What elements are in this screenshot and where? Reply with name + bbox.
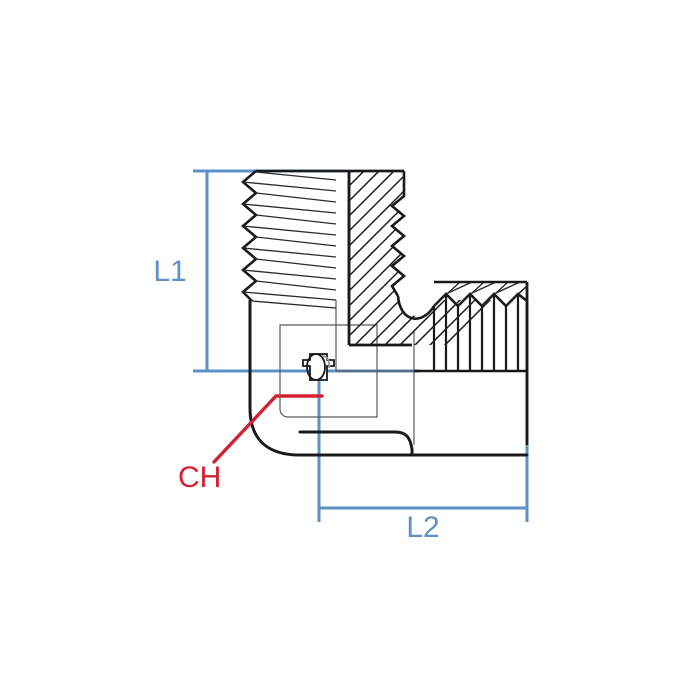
male-thread-crest-lines bbox=[242, 171, 337, 309]
body-rounded-corner bbox=[248, 406, 414, 457]
dimension-layer bbox=[193, 169, 529, 522]
ch-leader-line bbox=[212, 394, 324, 464]
hex-socket-bore bbox=[306, 353, 326, 381]
hex-socket-highlight bbox=[321, 355, 331, 369]
ch-callout: CH bbox=[178, 394, 324, 494]
sectioned-body-outline bbox=[347, 169, 412, 347]
hex-socket-detail bbox=[302, 353, 335, 381]
internal-bore-curve bbox=[396, 295, 436, 320]
inner-bore-rectangle bbox=[279, 324, 378, 418]
hex-socket-outline bbox=[302, 353, 335, 381]
section-internal-thread-profile bbox=[389, 171, 436, 320]
body-to-port-step bbox=[393, 430, 414, 457]
ch-label: CH bbox=[178, 461, 221, 494]
female-thread-crest-lines bbox=[433, 281, 528, 307]
l1-label: L1 bbox=[153, 255, 186, 288]
sectioned-body-hatching bbox=[349, 171, 527, 346]
male-thread-left-profile bbox=[240, 170, 259, 302]
dimension-l1 bbox=[193, 169, 420, 373]
l2-label: L2 bbox=[406, 511, 439, 544]
female-npt-port-horizontal bbox=[414, 280, 529, 445]
female-thread-root-lines bbox=[432, 294, 520, 371]
elbow-body-outline bbox=[248, 299, 529, 457]
dimension-ticks bbox=[193, 169, 529, 522]
